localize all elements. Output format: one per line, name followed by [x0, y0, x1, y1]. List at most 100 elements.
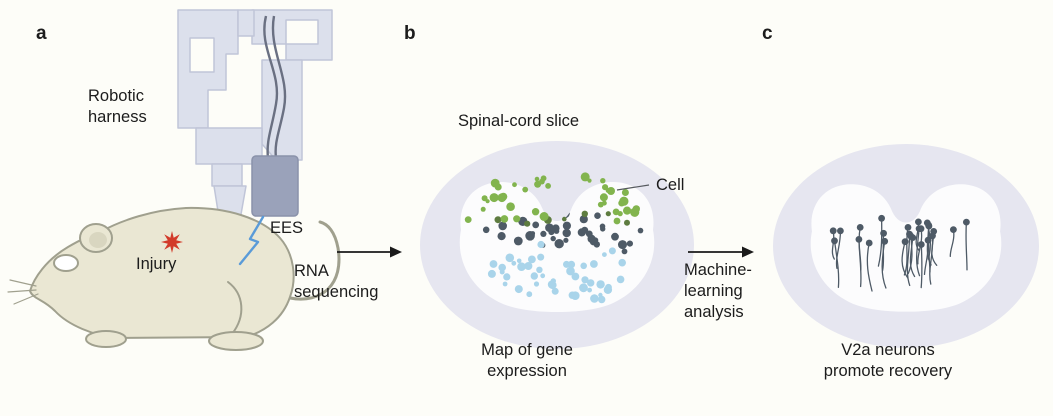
neuron-soma: [917, 241, 925, 248]
arrowhead-icon: [390, 246, 402, 258]
cell-dot-green: [531, 208, 540, 216]
v2a-neurons-caption: V2a neurons promote recovery: [823, 341, 953, 380]
cell-dot-dark: [637, 227, 644, 234]
cell-dot-dark: [581, 226, 589, 234]
harness-link: [211, 163, 243, 187]
cell-dot-green: [597, 201, 604, 208]
cell-dot-olive: [562, 216, 567, 222]
cell-dot-green: [630, 207, 640, 217]
cell-dot-green: [485, 199, 490, 204]
cell-dot-blue: [528, 255, 536, 264]
cell-dot-blue: [590, 260, 598, 268]
neuron-soma: [950, 226, 957, 233]
mouse-front-foot: [85, 330, 127, 348]
cell-dot-blue: [499, 269, 505, 275]
cell-dot-olive: [494, 216, 502, 224]
cell-dot-blue: [590, 294, 599, 303]
mouse-hind-leg: [227, 281, 243, 335]
neuron-soma: [855, 236, 863, 243]
neuron-soma: [880, 229, 887, 237]
neuron-axon: [909, 236, 916, 278]
spinal-cord-slice-b: [420, 141, 694, 349]
panel-c-label: c: [762, 23, 773, 44]
cell-dot-blue: [571, 272, 580, 281]
gene-expression-dots-olive: [494, 210, 630, 227]
panel-a-label: a: [36, 23, 47, 44]
cell-dot-blue: [587, 287, 592, 293]
cell-dot-dark: [497, 232, 506, 241]
cell-dot-dark: [618, 240, 627, 250]
cell-dot-green: [539, 212, 549, 221]
cell-dot-blue: [598, 292, 603, 298]
arrowhead-icon: [742, 246, 754, 258]
cell-dot-blue: [608, 247, 616, 255]
cell-dot-dark: [562, 228, 571, 238]
arrow-a-to-b: [337, 246, 402, 258]
cell-dot-green: [534, 180, 542, 188]
cell-dot-dark: [594, 212, 601, 219]
v2a-neurons: [829, 214, 970, 292]
robotic-harness-label: Robotic harness: [88, 87, 147, 126]
cell-dot-blue: [537, 253, 545, 261]
cell-dot-dark: [482, 226, 490, 234]
cell-dot-blue: [567, 260, 576, 269]
neuron-soma: [915, 218, 922, 226]
mouse-inner-ear: [89, 232, 107, 248]
neuron-axon: [877, 217, 883, 267]
cell-dot-blue: [551, 287, 559, 295]
ees-bolt-icon: [238, 215, 265, 266]
neuron-soma: [929, 232, 936, 240]
ees-label: EES: [270, 219, 304, 237]
neuron-soma: [925, 222, 933, 230]
neuron-soma: [829, 227, 837, 235]
cell-dot-dark: [562, 221, 571, 230]
cell-dot-blue: [579, 283, 588, 293]
cell-dot-blue: [596, 280, 605, 289]
neuron-soma: [915, 225, 923, 232]
cell-dot-green: [506, 202, 515, 211]
cell-dot-green: [489, 193, 499, 203]
cell-dot-blue: [598, 295, 606, 304]
cell-dot-green: [513, 215, 521, 223]
cell-dot-blue: [550, 278, 556, 284]
cell-pointer-line: [616, 184, 650, 191]
cell-dot-dark: [621, 248, 628, 255]
cell-dot-blue: [536, 266, 543, 273]
cell-dot-green: [621, 189, 629, 196]
spinal-cord-slice-title: Spinal-cord slice: [458, 112, 580, 130]
v2a-neurons-clipped: [829, 214, 970, 292]
cell-dot-green: [500, 215, 509, 223]
cell-dot-dark: [550, 235, 556, 242]
neuron-axon: [903, 226, 909, 276]
cell-dot-dark: [599, 223, 606, 230]
cell-dot-dark: [530, 231, 536, 236]
cell-dot-blue: [540, 273, 546, 279]
arrow-b-to-c: [688, 246, 754, 258]
cell-dot-green: [494, 183, 502, 191]
cell-dot-green: [602, 184, 609, 191]
neuron-soma: [881, 237, 889, 245]
neuron-axon: [866, 242, 873, 292]
harness-cutout-2: [285, 19, 319, 45]
neuron-soma: [837, 227, 844, 235]
cell-dot-green: [613, 217, 621, 225]
cell-dot-dark: [554, 239, 564, 249]
cell-dot-green: [480, 206, 486, 212]
cell-dot-green: [545, 183, 551, 189]
cell-dot-blue: [602, 252, 607, 257]
spinal-cord-slice-c: [773, 144, 1039, 348]
cell-dot-green: [587, 178, 592, 183]
cell-dot-dark: [532, 221, 540, 229]
cell-dot-blue: [568, 291, 576, 299]
cell-dot-blue: [502, 281, 508, 287]
cell-dot-blue: [524, 262, 533, 270]
cell-dot-blue: [517, 262, 526, 271]
cell-dot-green: [623, 206, 632, 215]
cell-dot-dark: [611, 232, 619, 241]
cell-dot-dark: [626, 240, 633, 247]
neuron-axon: [901, 241, 909, 279]
cell-dot-blue: [530, 272, 538, 280]
neuron-soma: [963, 218, 970, 226]
